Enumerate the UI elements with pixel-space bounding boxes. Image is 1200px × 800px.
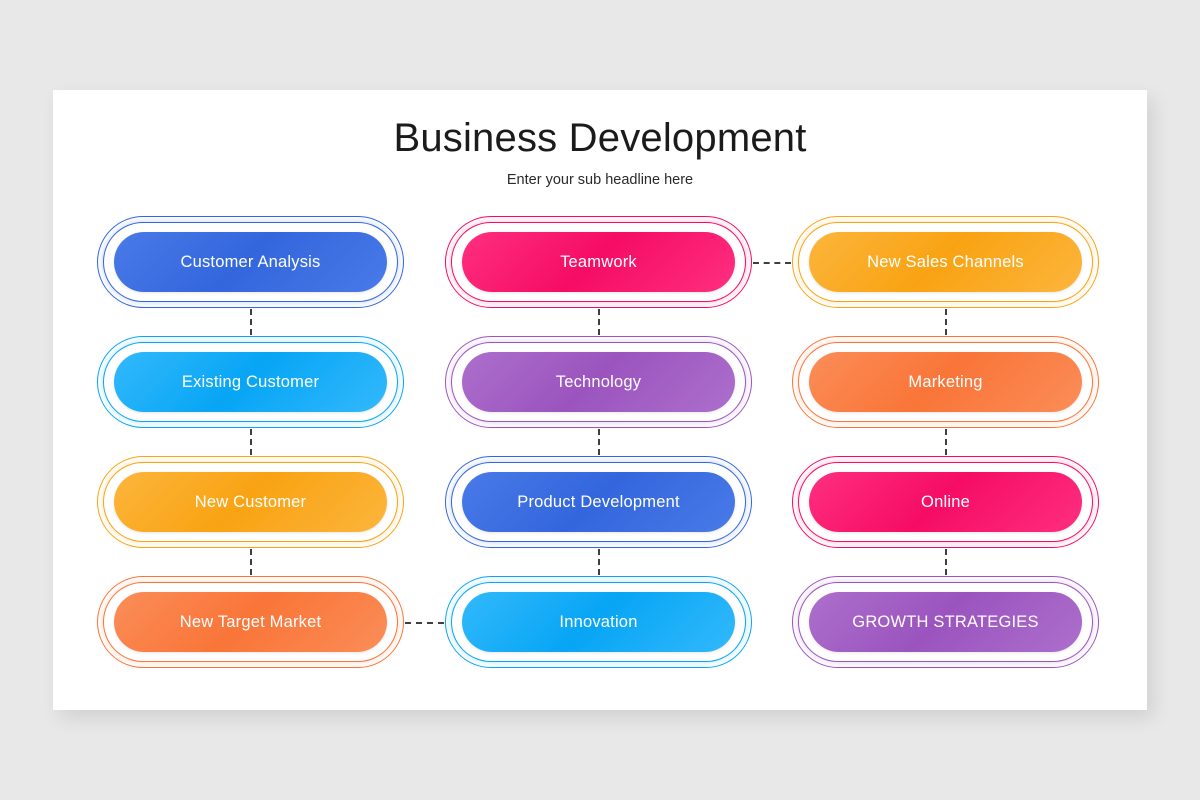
connector-vertical-c3-r2 <box>944 429 947 455</box>
node-new-sales-channels[interactable]: New Sales Channels <box>792 216 1099 308</box>
page-subtitle: Enter your sub headline here <box>506 172 694 188</box>
node-label: New Target Market <box>179 612 322 631</box>
node-growth-strategies[interactable]: GROWTH STRATEGIES <box>792 576 1099 668</box>
node-label: Online <box>921 492 970 511</box>
node-core[interactable]: Existing Customer <box>114 352 387 412</box>
connector-vertical-c3-r3 <box>944 549 947 575</box>
node-label: New Customer <box>194 492 307 511</box>
node-label: Marketing <box>908 372 983 391</box>
node-core[interactable]: Innovation <box>462 592 735 652</box>
connector-horizontal-new-target-market-innovation <box>405 622 444 624</box>
node-core[interactable]: Teamwork <box>462 232 735 292</box>
connector-vertical-c3-r1 <box>944 309 947 335</box>
node-core[interactable]: New Target Market <box>114 592 387 652</box>
slide-canvas: Business Development Enter your sub head… <box>53 90 1147 710</box>
node-product-development[interactable]: Product Development <box>445 456 752 548</box>
node-label: Customer Analysis <box>180 252 321 271</box>
node-label: Innovation <box>559 612 638 631</box>
node-core[interactable]: Online <box>809 472 1082 532</box>
node-label: Technology <box>555 372 642 391</box>
node-existing-customer[interactable]: Existing Customer <box>97 336 404 428</box>
node-core[interactable]: Product Development <box>462 472 735 532</box>
node-teamwork[interactable]: Teamwork <box>445 216 752 308</box>
node-label: GROWTH STRATEGIES <box>852 612 1039 631</box>
node-innovation[interactable]: Innovation <box>445 576 752 668</box>
page-title: Business Development <box>393 116 807 160</box>
connector-vertical-c2-r3 <box>597 549 600 575</box>
node-core[interactable]: GROWTH STRATEGIES <box>809 592 1082 652</box>
node-online[interactable]: Online <box>792 456 1099 548</box>
node-core[interactable]: Technology <box>462 352 735 412</box>
node-core[interactable]: Customer Analysis <box>114 232 387 292</box>
node-new-target-market[interactable]: New Target Market <box>97 576 404 668</box>
node-core[interactable]: New Sales Channels <box>809 232 1082 292</box>
connector-horizontal-teamwork-new-sales-channels <box>753 262 791 264</box>
node-label: Product Development <box>517 492 680 511</box>
node-core[interactable]: New Customer <box>114 472 387 532</box>
node-core[interactable]: Marketing <box>809 352 1082 412</box>
connector-vertical-c1-r1 <box>249 309 252 335</box>
node-label: Existing Customer <box>181 372 320 391</box>
connector-vertical-c1-r3 <box>249 549 252 575</box>
node-new-customer[interactable]: New Customer <box>97 456 404 548</box>
node-technology[interactable]: Technology <box>445 336 752 428</box>
connector-vertical-c1-r2 <box>249 429 252 455</box>
node-marketing[interactable]: Marketing <box>792 336 1099 428</box>
node-customer-analysis[interactable]: Customer Analysis <box>97 216 404 308</box>
connector-vertical-c2-r1 <box>597 309 600 335</box>
node-label: New Sales Channels <box>867 252 1024 271</box>
connector-vertical-c2-r2 <box>597 429 600 455</box>
node-label: Teamwork <box>560 252 637 271</box>
